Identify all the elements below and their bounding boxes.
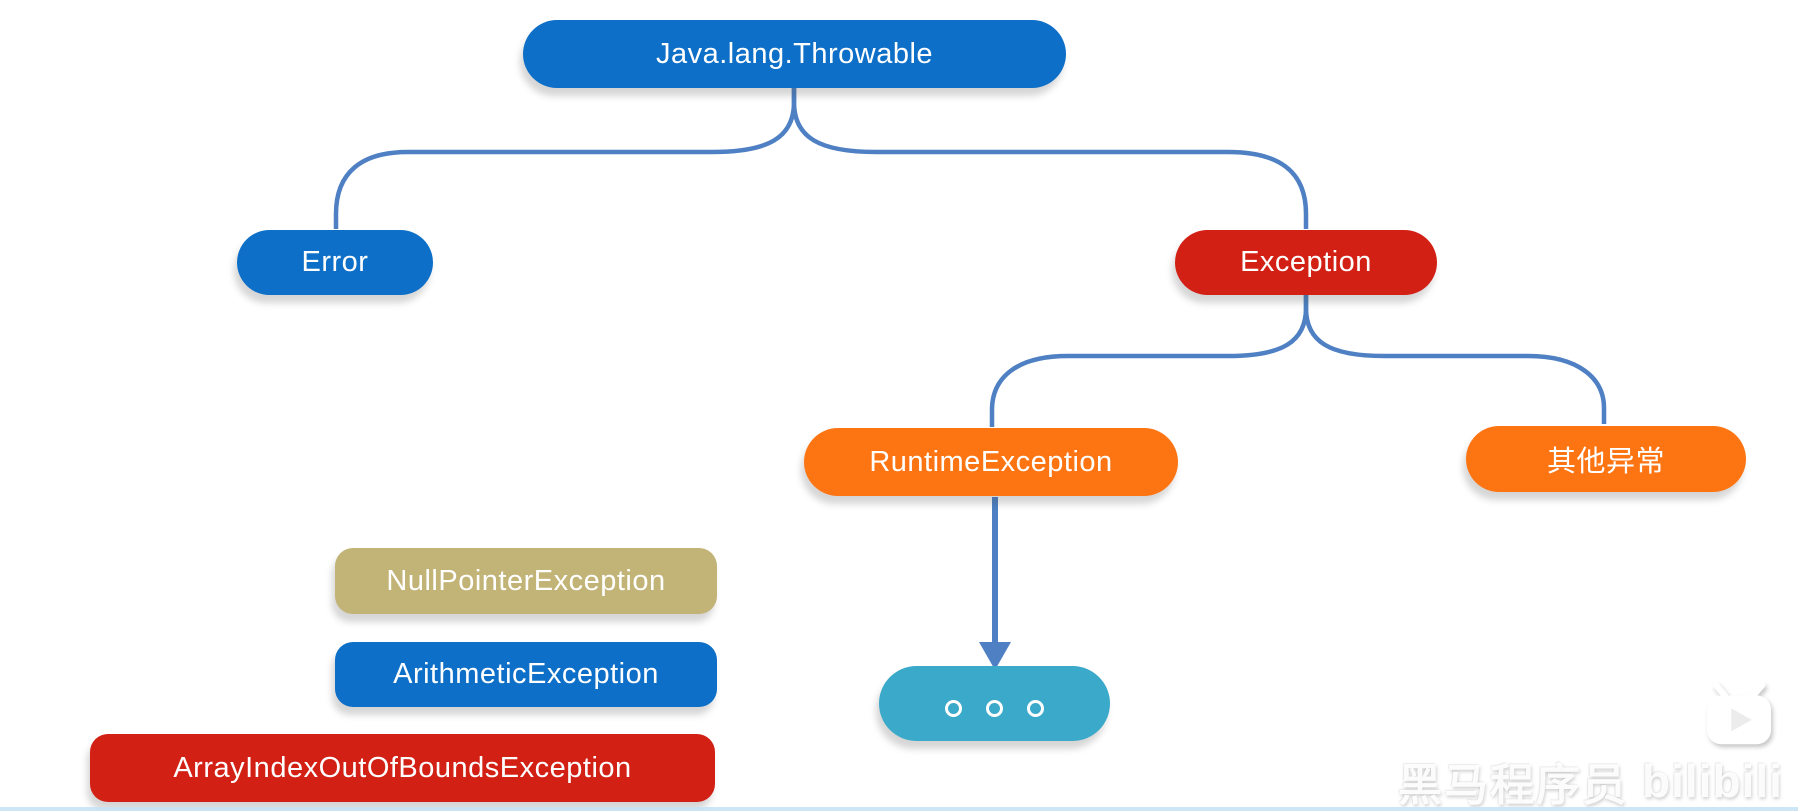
node-runtime-exception: RuntimeException bbox=[804, 428, 1178, 496]
node-exception-label: Exception bbox=[1240, 246, 1372, 278]
node-error: Error bbox=[237, 230, 433, 295]
node-other-exception: 其他异常 bbox=[1466, 426, 1746, 492]
ellipsis-dots-icon bbox=[945, 700, 1044, 717]
node-throwable: Java.lang.Throwable bbox=[523, 20, 1066, 88]
node-arithmetic-exception: ArithmeticException bbox=[335, 642, 717, 707]
edge-runtime-dots-arrowhead bbox=[979, 642, 1011, 670]
edge-throwable-error bbox=[333, 88, 797, 229]
edge-throwable-exception bbox=[791, 88, 1309, 229]
bilibili-tv-icon bbox=[1706, 682, 1772, 745]
edge-exception-runtime bbox=[989, 295, 1309, 427]
edge-exception-other bbox=[1303, 295, 1607, 424]
node-null-pointer-exception: NullPointerException bbox=[335, 548, 717, 614]
node-throwable-label: Java.lang.Throwable bbox=[655, 37, 934, 70]
node-other-exception-label: 其他异常 bbox=[1546, 446, 1665, 478]
node-array-index-exception-label: ArrayIndexOutOfBoundsException bbox=[173, 751, 632, 784]
node-exception: Exception bbox=[1175, 230, 1437, 295]
node-null-pointer-exception-label: NullPointerException bbox=[386, 564, 666, 597]
node-more-exceptions bbox=[879, 666, 1110, 741]
node-error-label: Error bbox=[301, 246, 369, 278]
node-arithmetic-exception-label: ArithmeticException bbox=[393, 658, 659, 690]
node-runtime-exception-label: RuntimeException bbox=[869, 445, 1113, 478]
bottom-edge-strip bbox=[0, 807, 1798, 811]
node-array-index-exception: ArrayIndexOutOfBoundsException bbox=[90, 734, 715, 802]
